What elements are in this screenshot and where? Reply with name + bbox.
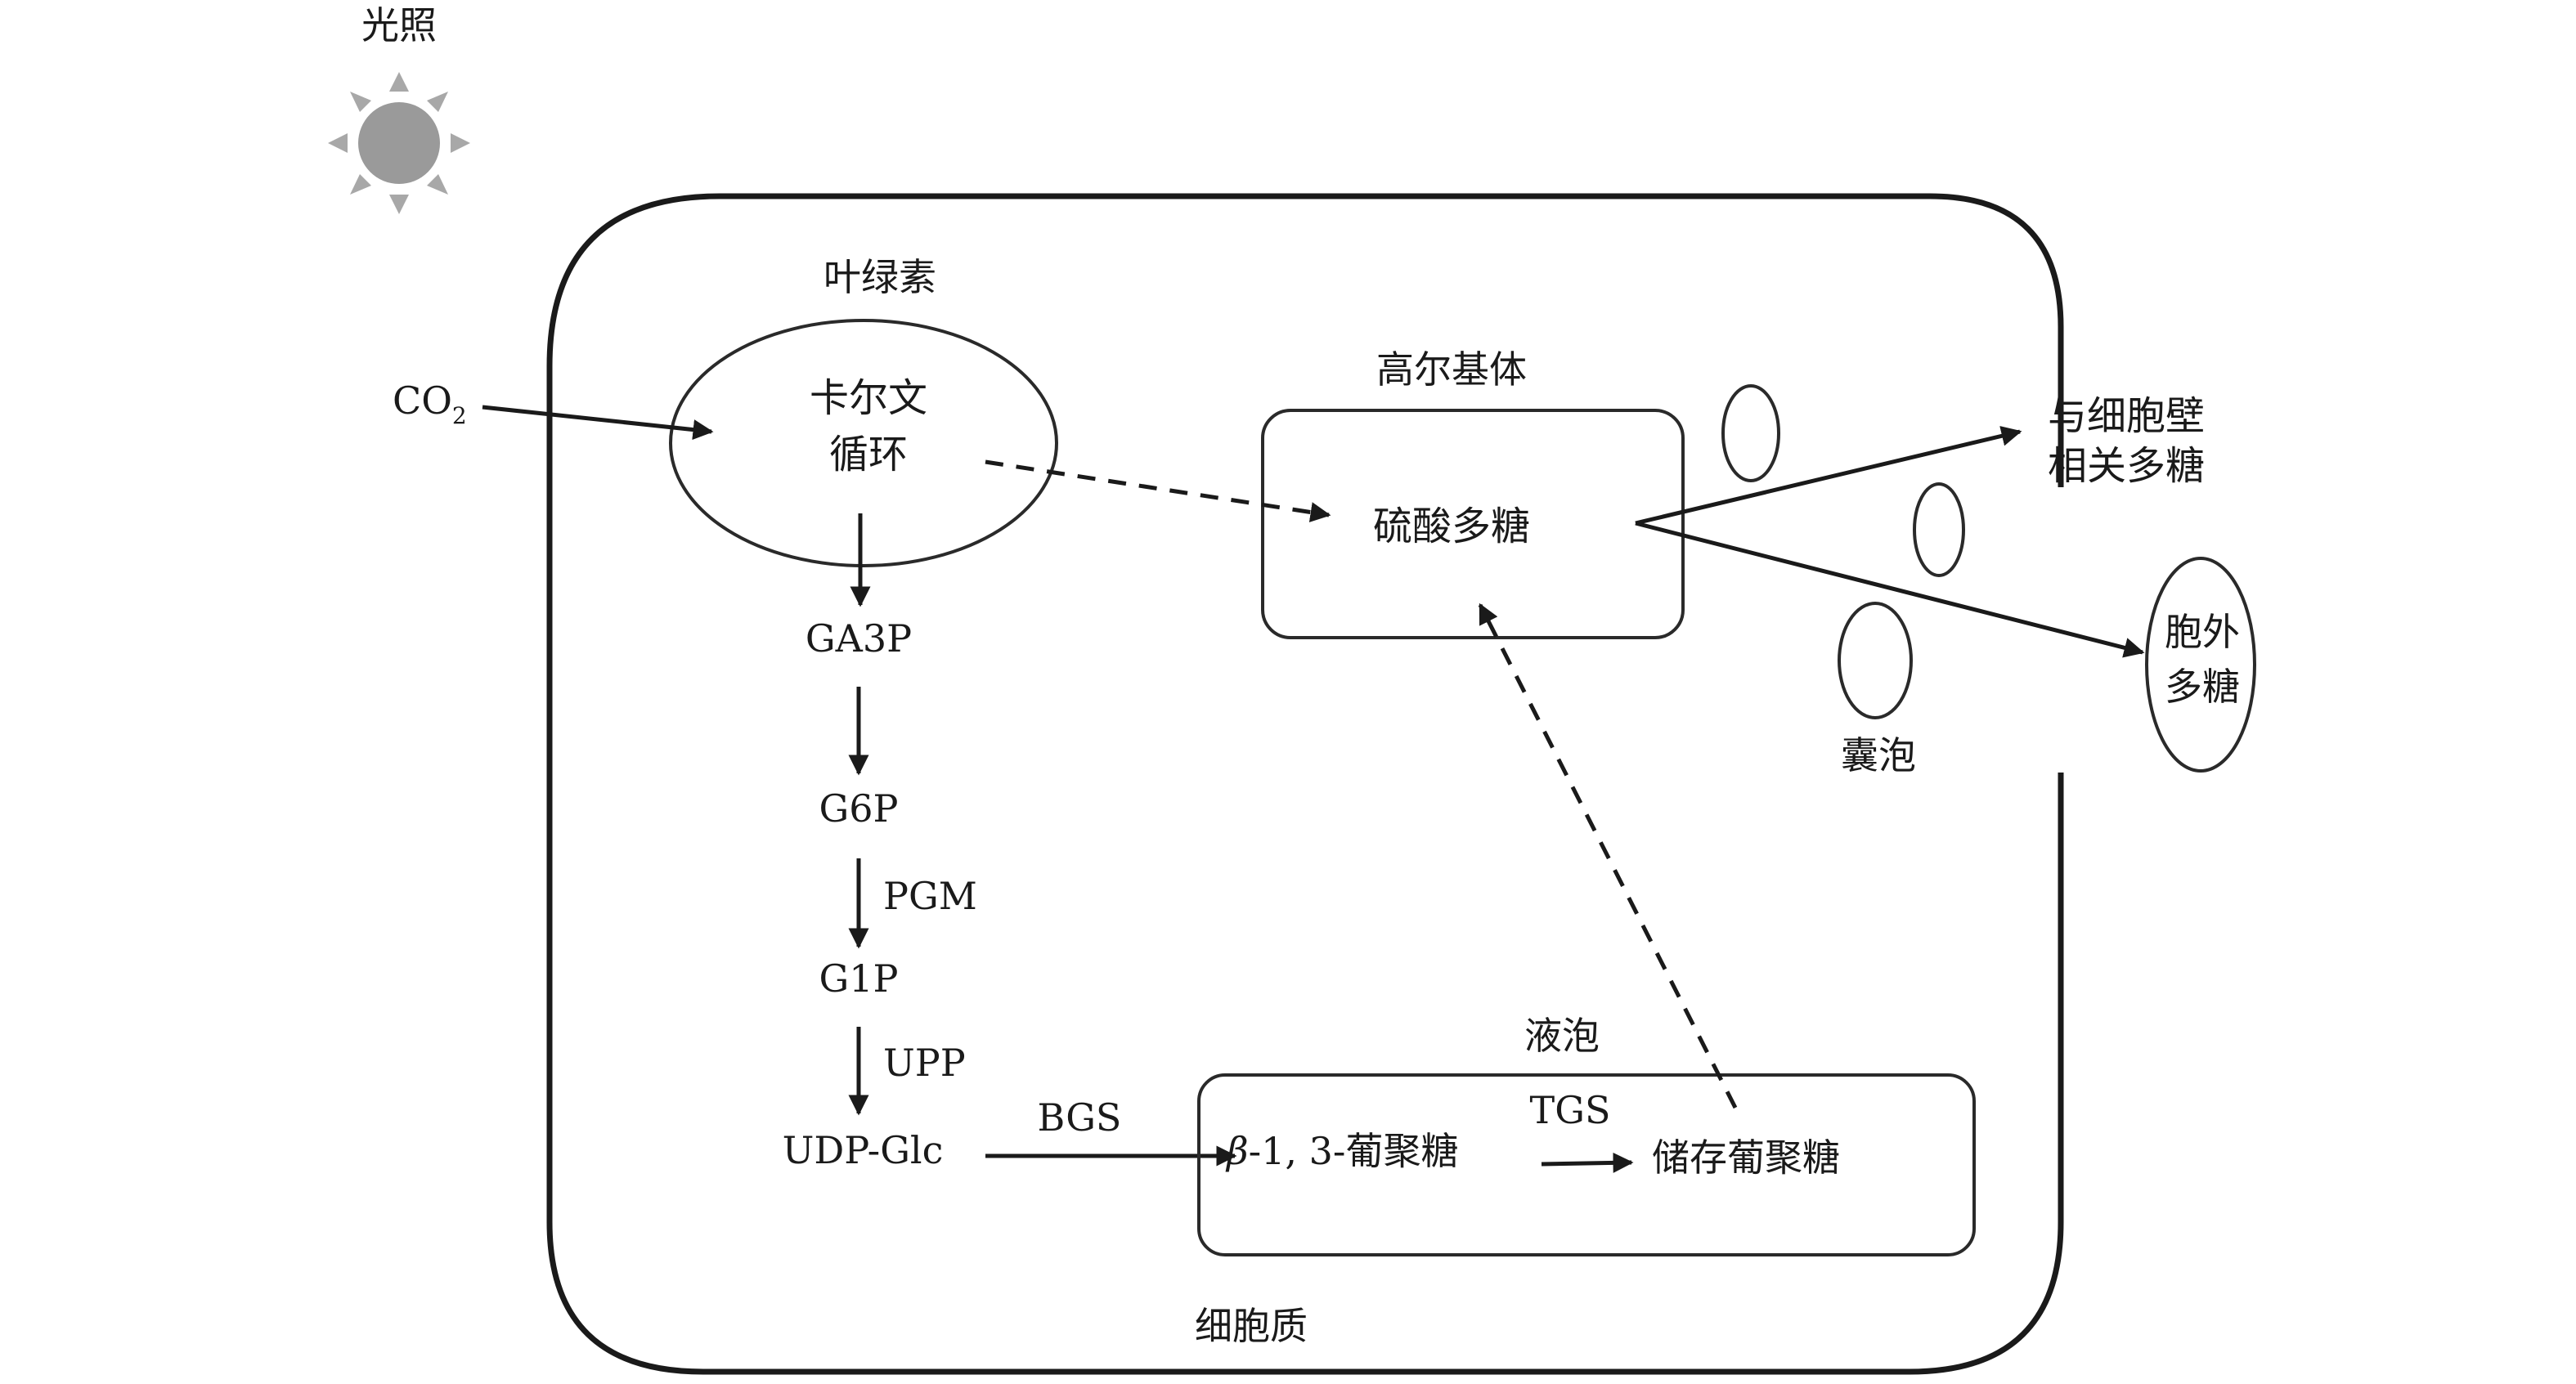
calvin-label-line2: 循环 (829, 432, 908, 477)
light-label: 光照 (361, 3, 437, 47)
vacuole-box (1197, 1073, 1976, 1256)
vesicle-ellipse-1 (1721, 384, 1780, 482)
sulfated-polysaccharide-label: 硫酸多糖 (1373, 504, 1530, 549)
extracellular-label-line2: 多糖 (2165, 665, 2240, 709)
sun-icon (328, 72, 470, 214)
tgs-label: TGS (1530, 1088, 1611, 1132)
g6p-label: G6P (819, 786, 899, 831)
calvin-label-line1: 卡尔文 (810, 375, 927, 421)
chlorophyll-label: 叶绿素 (824, 255, 936, 299)
golgi-to-cellwall-arrow (1635, 426, 2022, 526)
upp-label: UPP (883, 1041, 966, 1085)
golgi-to-extracellular-arrow (1635, 521, 2145, 658)
vacuole-label: 液泡 (1524, 1014, 1600, 1058)
calvin-to-golgi-arrow (985, 459, 1331, 522)
co2-label: CO2 (393, 378, 467, 429)
beta-glucan-label: β-1, 3-葡聚糖 (1225, 1129, 1458, 1173)
cell-boundary (546, 193, 2064, 1375)
cellwall-label-line2: 相关多糖 (2048, 443, 2205, 489)
vesicle-label: 囊泡 (1841, 733, 1916, 777)
co2-arrow (482, 405, 714, 441)
extracellular-ellipse (2145, 557, 2256, 773)
extracellular-label-line1: 胞外 (2165, 610, 2240, 654)
glucan-to-storage-arrow (1541, 1152, 1634, 1173)
bgs-label: BGS (1038, 1095, 1122, 1140)
golgi-box (1261, 409, 1685, 639)
storage-to-golgi-arrow (1478, 602, 1738, 1109)
cellwall-label-line1: 与细胞壁 (2048, 393, 2205, 439)
vesicle-ellipse-3 (1838, 602, 1913, 719)
chloroplast-ellipse (669, 319, 1058, 567)
storage-glucan-label: 储存葡聚糖 (1652, 1135, 1840, 1180)
cytoplasm-label: 细胞质 (1195, 1304, 1308, 1348)
pgm-label: PGM (883, 874, 977, 918)
golgi-label: 高尔基体 (1376, 347, 1527, 392)
vesicle-ellipse-2 (1913, 482, 1965, 577)
udpglc-label: UDP-Glc (783, 1128, 944, 1172)
g1p-label: G1P (819, 956, 899, 1001)
ga3p-label: GA3P (806, 616, 912, 661)
